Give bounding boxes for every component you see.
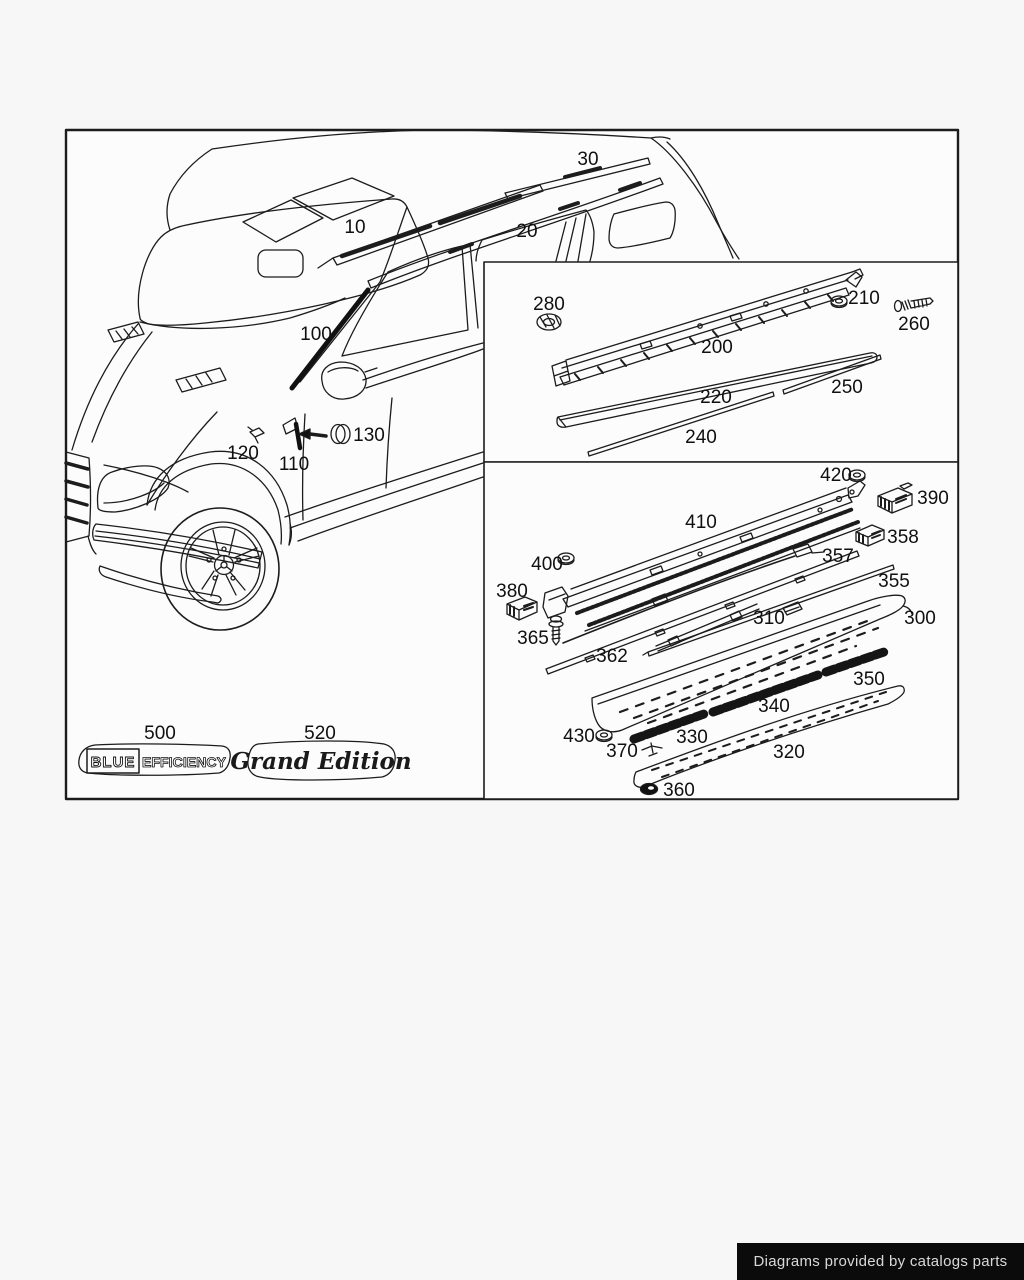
callout-280: 280 — [533, 294, 565, 315]
part-350-tread-strip — [821, 647, 889, 677]
callout-430: 430 — [563, 726, 595, 747]
callout-260: 260 — [898, 314, 930, 335]
part-250-strip — [782, 354, 882, 395]
part-380-clip — [506, 596, 538, 621]
part-110-trim-end — [282, 417, 303, 451]
car-illustration — [64, 129, 740, 631]
callout-390: 390 — [917, 488, 949, 509]
part-130-cap — [298, 423, 351, 445]
callout-20: 20 — [516, 221, 537, 242]
part-330-tread-strip — [629, 709, 709, 744]
part-100-pillar-trim — [289, 287, 371, 391]
callout-380: 380 — [496, 581, 528, 602]
badge-blue-efficiency: BLUE EFFICIENCY — [78, 743, 231, 776]
callout-320: 320 — [773, 742, 805, 763]
part-355-strip — [642, 564, 895, 657]
part-390-clip — [877, 482, 913, 514]
callout-357: 357 — [822, 546, 854, 567]
part-362-rail — [545, 550, 860, 675]
callout-370: 370 — [606, 741, 638, 762]
callout-330: 330 — [676, 727, 708, 748]
part-358-clip — [855, 524, 885, 547]
callout-110: 110 — [279, 454, 309, 475]
callout-220: 220 — [700, 387, 732, 408]
callout-130: 130 — [353, 425, 385, 446]
part-360-grommet — [639, 782, 659, 796]
callout-355: 355 — [878, 571, 910, 592]
part-120-clip — [247, 426, 265, 444]
inset-door-moldings — [483, 261, 959, 463]
part-260-screw — [893, 297, 934, 313]
callout-200: 200 — [701, 337, 733, 358]
part-400-nut — [557, 552, 575, 566]
badge-grand-edition-text: Grand Edition — [230, 748, 411, 775]
callout-410: 410 — [685, 512, 717, 533]
badge-grand-edition: Grand Edition — [230, 740, 412, 781]
part-320-board-trim — [633, 685, 905, 788]
callout-30: 30 — [577, 149, 598, 170]
callout-210: 210 — [848, 288, 880, 309]
callout-300: 300 — [904, 608, 936, 629]
part-280-grommet — [536, 313, 562, 331]
part-365-screw — [548, 615, 564, 646]
callout-362: 362 — [596, 646, 628, 667]
part-310-bracket-rail — [655, 601, 803, 652]
part-340-tread-strip — [708, 670, 823, 717]
part-200-molding-rail — [551, 268, 864, 387]
callout-400: 400 — [531, 554, 563, 575]
part-420-nut — [848, 469, 866, 483]
badge-efficiency-text: EFFICIENCY — [142, 754, 227, 770]
callout-500: 500 — [144, 723, 176, 744]
callout-520: 520 — [304, 723, 336, 744]
callout-250: 250 — [831, 377, 863, 398]
footer-credit-text: Diagrams provided by catalogs parts — [753, 1253, 1008, 1270]
callout-350: 350 — [853, 669, 885, 690]
callout-358: 358 — [887, 527, 919, 548]
footer-credit: Diagrams provided by catalogs parts — [737, 1243, 1024, 1280]
callout-310: 310 — [753, 608, 785, 629]
callout-420: 420 — [820, 465, 852, 486]
callout-120: 120 — [227, 443, 259, 464]
part-240-strip — [587, 391, 775, 457]
part-430-nut — [595, 729, 613, 743]
callout-10: 10 — [344, 217, 365, 238]
callout-365: 365 — [517, 628, 549, 649]
part-410-rail-assembly — [542, 480, 866, 632]
part-370-clip — [641, 742, 663, 757]
callout-100: 100 — [300, 324, 332, 345]
callout-340: 340 — [758, 696, 790, 717]
callout-360: 360 — [663, 780, 695, 801]
badge-blue-text: BLUE — [91, 754, 136, 771]
part-210-nut — [830, 295, 848, 309]
part-300-running-board — [591, 594, 913, 733]
callout-240: 240 — [685, 427, 717, 448]
part-357-sensor-wire — [562, 543, 825, 644]
